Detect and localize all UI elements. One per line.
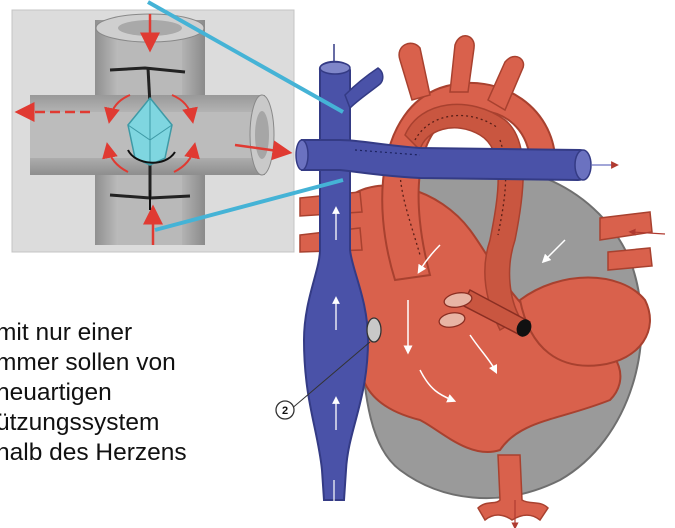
caption-line: mit nur einer	[0, 318, 290, 348]
vena-cava	[304, 62, 368, 500]
caption-line: neuartigen	[0, 378, 290, 408]
aorta-branch-1	[399, 43, 430, 100]
caption-line: mmer sollen von	[0, 348, 290, 378]
caption-line: ützungssystem	[0, 408, 290, 438]
caption-line: halb des Herzens	[0, 438, 290, 468]
pulmonary-vein-right-lower	[608, 248, 652, 270]
pulmonary-vein-right-upper	[600, 212, 652, 240]
figure-caption: mit nur einer mmer sollen von neuartigen…	[0, 318, 290, 528]
pump-device	[367, 318, 381, 342]
pump-detail-inset	[12, 10, 294, 252]
